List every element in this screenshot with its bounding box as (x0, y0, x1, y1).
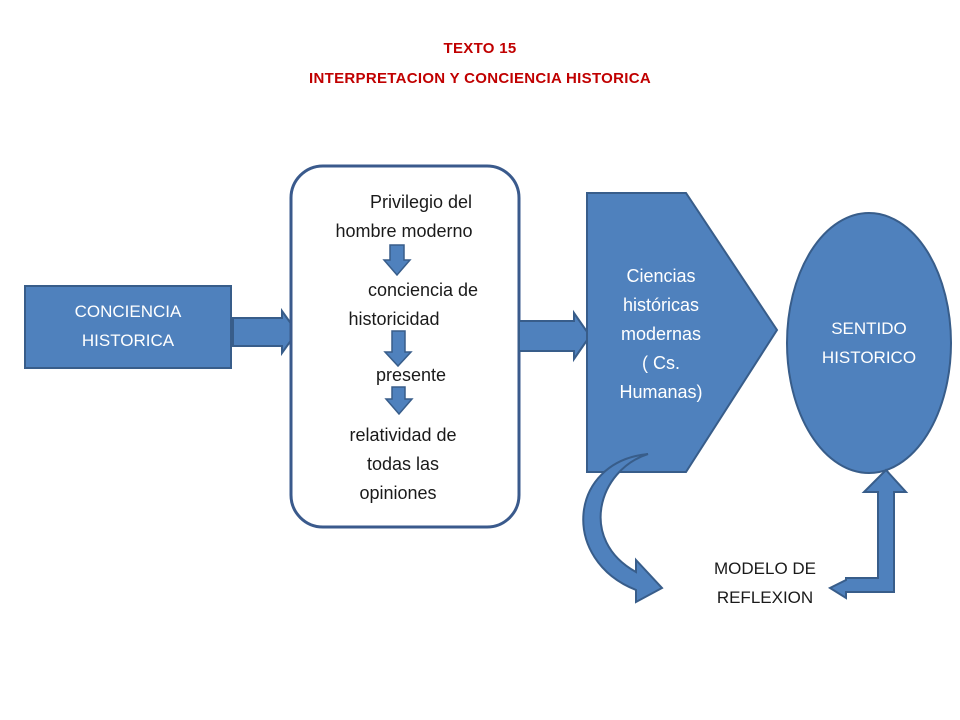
title-line-1: TEXTO 15 (443, 40, 517, 57)
modelo-line-2: REFLEXION (716, 588, 814, 607)
conciencia-historica-box (24, 285, 232, 369)
ciencias-line-4: ( Cs. (642, 353, 680, 373)
ciencias-line-1: Ciencias (626, 266, 696, 286)
title-line-2: INTERPRETACION Y CONCIENCIA HISTORICA (309, 70, 651, 87)
sentido-line-2: HISTORICO (821, 348, 917, 367)
relatividad-line-2: todas las (366, 454, 440, 474)
ciencias-line-5: Humanas) (619, 382, 703, 402)
arrow-to-process-box (232, 307, 299, 357)
ciencias-line-2: históricas (622, 295, 700, 315)
conciencia-line-1: CONCIENCIA (74, 302, 182, 321)
relatividad-label: relatividad de todas las opiniones (310, 421, 496, 508)
privilegio-line-2: hombre moderno (335, 221, 473, 241)
modelo-line-1: MODELO DE (713, 559, 817, 578)
modelo-reflexion-label: MODELO DE REFLEXION (690, 554, 840, 612)
conciencia-historica-label: CONCIENCIA HISTORICA (40, 297, 216, 355)
relatividad-line-3: opiniones (359, 483, 437, 503)
historicidad-label: conciencia de historicidad (318, 276, 504, 334)
down-arrow-2 (383, 330, 413, 368)
conciencia-line-2: HISTORICA (81, 331, 175, 350)
down-arrow-3 (384, 386, 414, 416)
ciencias-label: Ciencias históricas modernas ( Cs. Human… (588, 262, 734, 407)
ciencias-pentagon (586, 192, 779, 473)
presente-label: presente (375, 365, 447, 385)
historicidad-line-2: historicidad (348, 309, 440, 329)
historicidad-line-1: conciencia de (367, 280, 479, 300)
down-arrow-1 (382, 244, 412, 277)
arrow-to-ciencias (518, 309, 592, 363)
sentido-historico-label: SENTIDO HISTORICO (800, 314, 938, 372)
sentido-line-1: SENTIDO (831, 319, 907, 338)
privilegio-line-1: Privilegio del (369, 192, 473, 212)
curved-arrow-to-modelo (582, 453, 664, 604)
ciencias-line-3: modernas (620, 324, 702, 344)
privilegio-label: Privilegio del hombre moderno (308, 188, 500, 246)
arrow-modelo-to-sentido (827, 468, 909, 600)
sentido-historico-ellipse (786, 212, 952, 474)
relatividad-line-1: relatividad de (349, 425, 457, 445)
